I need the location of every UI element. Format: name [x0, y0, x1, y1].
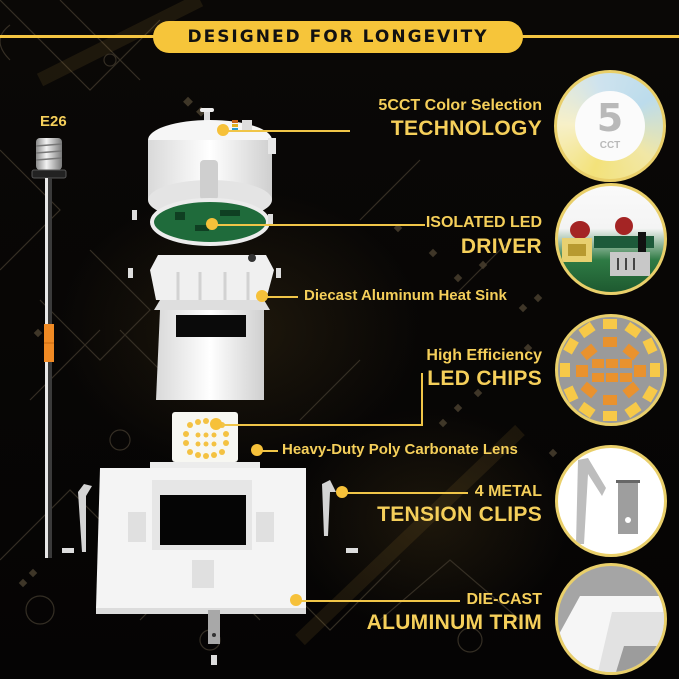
socket-label: E26	[40, 113, 67, 130]
callout-dot-clips	[336, 486, 348, 498]
led-chips-icon	[560, 319, 660, 421]
feature-clips-line1: 4 METAL	[474, 483, 542, 500]
banner-title: DESIGNED FOR LONGEVITY	[187, 27, 489, 47]
callout-line-heatsink	[263, 296, 298, 298]
callout-dot-trim	[290, 594, 302, 606]
trim-corner-icon	[558, 596, 664, 672]
callout-line-cct	[223, 130, 350, 132]
callout-line-led	[216, 424, 422, 426]
thumb-metal-clip	[555, 445, 667, 557]
thumb-led-chip-array	[555, 314, 667, 426]
metal-clip-icon	[576, 458, 640, 544]
callout-line-trim	[296, 600, 460, 602]
callout-line-led-vertical	[421, 373, 423, 426]
callout-line-driver	[212, 224, 425, 226]
lens-label: Heavy-Duty Poly Carbonate Lens	[282, 441, 518, 458]
callout-dot-led	[210, 418, 222, 430]
cct-sub: CCT	[599, 140, 621, 151]
feature-driver-line2: DRIVER	[460, 235, 542, 258]
callout-line-clips	[342, 492, 468, 494]
feature-cct-line1: 5CCT Color Selection	[378, 97, 542, 114]
callout-dot-driver	[206, 218, 218, 230]
feature-led-line2: LED CHIPS	[427, 367, 542, 390]
feature-trim-line1: DIE-CAST	[466, 591, 542, 608]
callout-dot-heatsink	[256, 290, 268, 302]
feature-clips-line2: TENSION CLIPS	[377, 503, 542, 526]
thumb-trim-corner	[555, 563, 667, 675]
callout-dot-lens	[251, 444, 263, 456]
feature-driver-line1: ISOLATED LED	[425, 214, 542, 231]
exploded-fixture-illustration	[62, 108, 358, 665]
feature-led-line1: High Efficiency	[426, 347, 542, 364]
cct-number: 5	[596, 96, 624, 140]
heat-sink-label: Diecast Aluminum Heat Sink	[304, 287, 507, 304]
title-banner: DESIGNED FOR LONGEVITY	[153, 21, 523, 53]
feature-cct-line2: TECHNOLOGY	[390, 117, 542, 140]
callout-line-lens	[258, 450, 278, 452]
driver-board-icon	[562, 217, 654, 276]
e26-socket-adapter-illustration	[31, 138, 67, 558]
thumb-5cct-badge: 5 CCT	[554, 70, 666, 182]
callout-dot-cct	[217, 124, 229, 136]
feature-trim-line2: ALUMINUM TRIM	[366, 611, 542, 634]
thumb-driver-board	[555, 183, 667, 295]
